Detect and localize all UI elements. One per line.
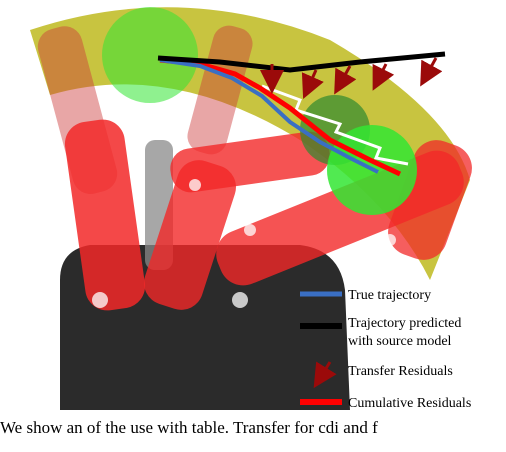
legend-true-trajectory-label: True trajectory xyxy=(348,288,431,303)
transfer-residual-arrows xyxy=(260,57,443,99)
robot-upper-link xyxy=(170,131,330,193)
legend: True trajectory Trajectory predicted wit… xyxy=(300,288,471,411)
legend-source-model-label-2: with source model xyxy=(348,334,452,349)
legend-transfer-residuals-swatch xyxy=(313,361,337,389)
legend-source-model-label-1: Trajectory predicted xyxy=(348,316,461,331)
robot-joints xyxy=(92,179,396,308)
figure-caption: We show an of the use with table. Transf… xyxy=(0,418,378,437)
start-sphere xyxy=(102,7,198,103)
robot-middle-finger xyxy=(144,160,236,310)
cumulative-residual-steps xyxy=(261,84,409,166)
source-model-trajectory-line xyxy=(157,51,446,73)
true-trajectory-line xyxy=(159,58,379,174)
robot-trajectory-diagram: True trajectory Trajectory predicted wit… xyxy=(30,7,472,411)
legend-transfer-residuals-label: Transfer Residuals xyxy=(348,364,453,379)
legend-cumulative-residuals-label: Cumulative Residuals xyxy=(348,396,471,411)
robot-left-finger xyxy=(64,119,146,311)
cumulative-residual-line xyxy=(159,57,402,177)
robot-upper-finger-ghost xyxy=(187,25,253,155)
